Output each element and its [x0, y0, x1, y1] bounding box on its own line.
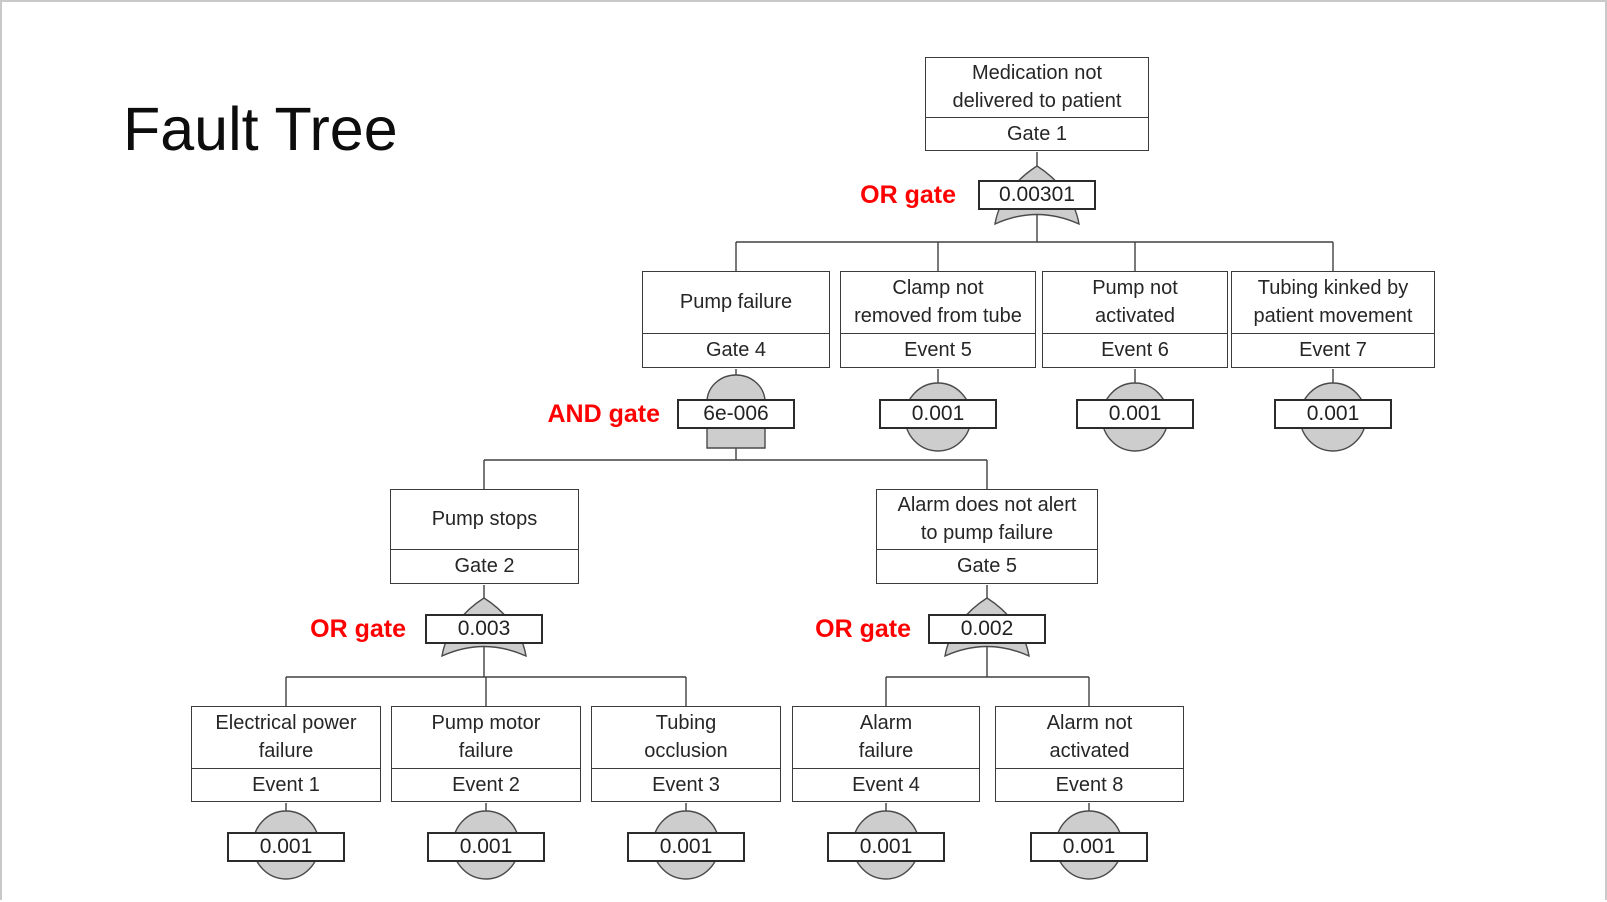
node-event-3-id: Event 3	[652, 773, 720, 796]
node-event-5-label: Clamp not removed from tube	[841, 272, 1035, 334]
node-gate-1-id: Gate 1	[1006, 122, 1068, 145]
node-event-7: Tubing kinked by patient movement Event …	[1231, 271, 1435, 368]
probability-gate-4: 6e-006	[677, 399, 795, 429]
node-gate-4-label: Pump failure	[643, 272, 829, 334]
node-event-6-label: Pump not activated	[1043, 272, 1227, 334]
probability-event-4: 0.001	[827, 832, 945, 862]
node-event-3-label: Tubing occlusion	[592, 707, 780, 769]
probability-event-6: 0.001	[1076, 399, 1194, 429]
node-gate-4-id: Gate 4	[705, 339, 767, 361]
slide-title: Fault Tree	[123, 95, 398, 163]
probability-event-2: 0.001	[427, 832, 545, 862]
node-event-7-label: Tubing kinked by patient movement	[1232, 272, 1434, 334]
node-gate-5: Alarm does not alert to pump failure Gat…	[876, 489, 1098, 584]
annotation-and-gate: AND gate	[547, 400, 660, 428]
node-gate-5-label: Alarm does not alert to pump failure	[877, 490, 1097, 550]
probability-event-5: 0.001	[879, 399, 997, 429]
node-event-8: Alarm not activated Event 8	[995, 706, 1184, 802]
node-event-6-id: Event 6	[1101, 339, 1169, 361]
node-event-5-id: Event 5	[904, 339, 972, 361]
node-event-3: Tubing occlusion Event 3	[591, 706, 781, 802]
node-gate-2-id: Gate 2	[454, 555, 515, 577]
node-gate-1-label: Medication not delivered to patient	[926, 58, 1148, 118]
node-event-8-id: Event 8	[1055, 773, 1124, 796]
node-gate-2: Pump stops Gate 2	[390, 489, 579, 584]
node-gate-5-id: Gate 5	[956, 555, 1018, 577]
probability-gate-1: 0.00301	[978, 180, 1096, 210]
probability-event-1: 0.001	[227, 832, 345, 862]
node-event-4-label: Alarm failure	[793, 707, 979, 769]
probability-gate-2: 0.003	[425, 614, 543, 644]
probability-event-8: 0.001	[1030, 832, 1148, 862]
node-event-2-label: Pump motor failure	[392, 707, 580, 769]
node-event-4-id: Event 4	[852, 773, 920, 796]
probability-event-7: 0.001	[1274, 399, 1392, 429]
node-gate-1: Medication not delivered to patient Gate…	[925, 57, 1149, 151]
annotation-or-gate-left: OR gate	[310, 615, 406, 643]
node-event-7-id: Event 7	[1299, 339, 1367, 361]
annotation-or-gate-top: OR gate	[860, 181, 956, 209]
node-event-1-label: Electrical power failure	[192, 707, 380, 769]
node-event-5: Clamp not removed from tube Event 5	[840, 271, 1036, 368]
node-event-2-id: Event 2	[452, 773, 520, 796]
node-event-1: Electrical power failure Event 1	[191, 706, 381, 802]
node-event-6: Pump not activated Event 6	[1042, 271, 1228, 368]
node-event-2: Pump motor failure Event 2	[391, 706, 581, 802]
node-event-4: Alarm failure Event 4	[792, 706, 980, 802]
probability-gate-5: 0.002	[928, 614, 1046, 644]
probability-event-3: 0.001	[627, 832, 745, 862]
node-gate-4: Pump failure Gate 4	[642, 271, 830, 368]
node-event-8-label: Alarm not activated	[996, 707, 1183, 769]
annotation-or-gate-right: OR gate	[815, 615, 911, 643]
node-event-1-id: Event 1	[252, 773, 320, 796]
node-gate-2-label: Pump stops	[391, 490, 578, 550]
